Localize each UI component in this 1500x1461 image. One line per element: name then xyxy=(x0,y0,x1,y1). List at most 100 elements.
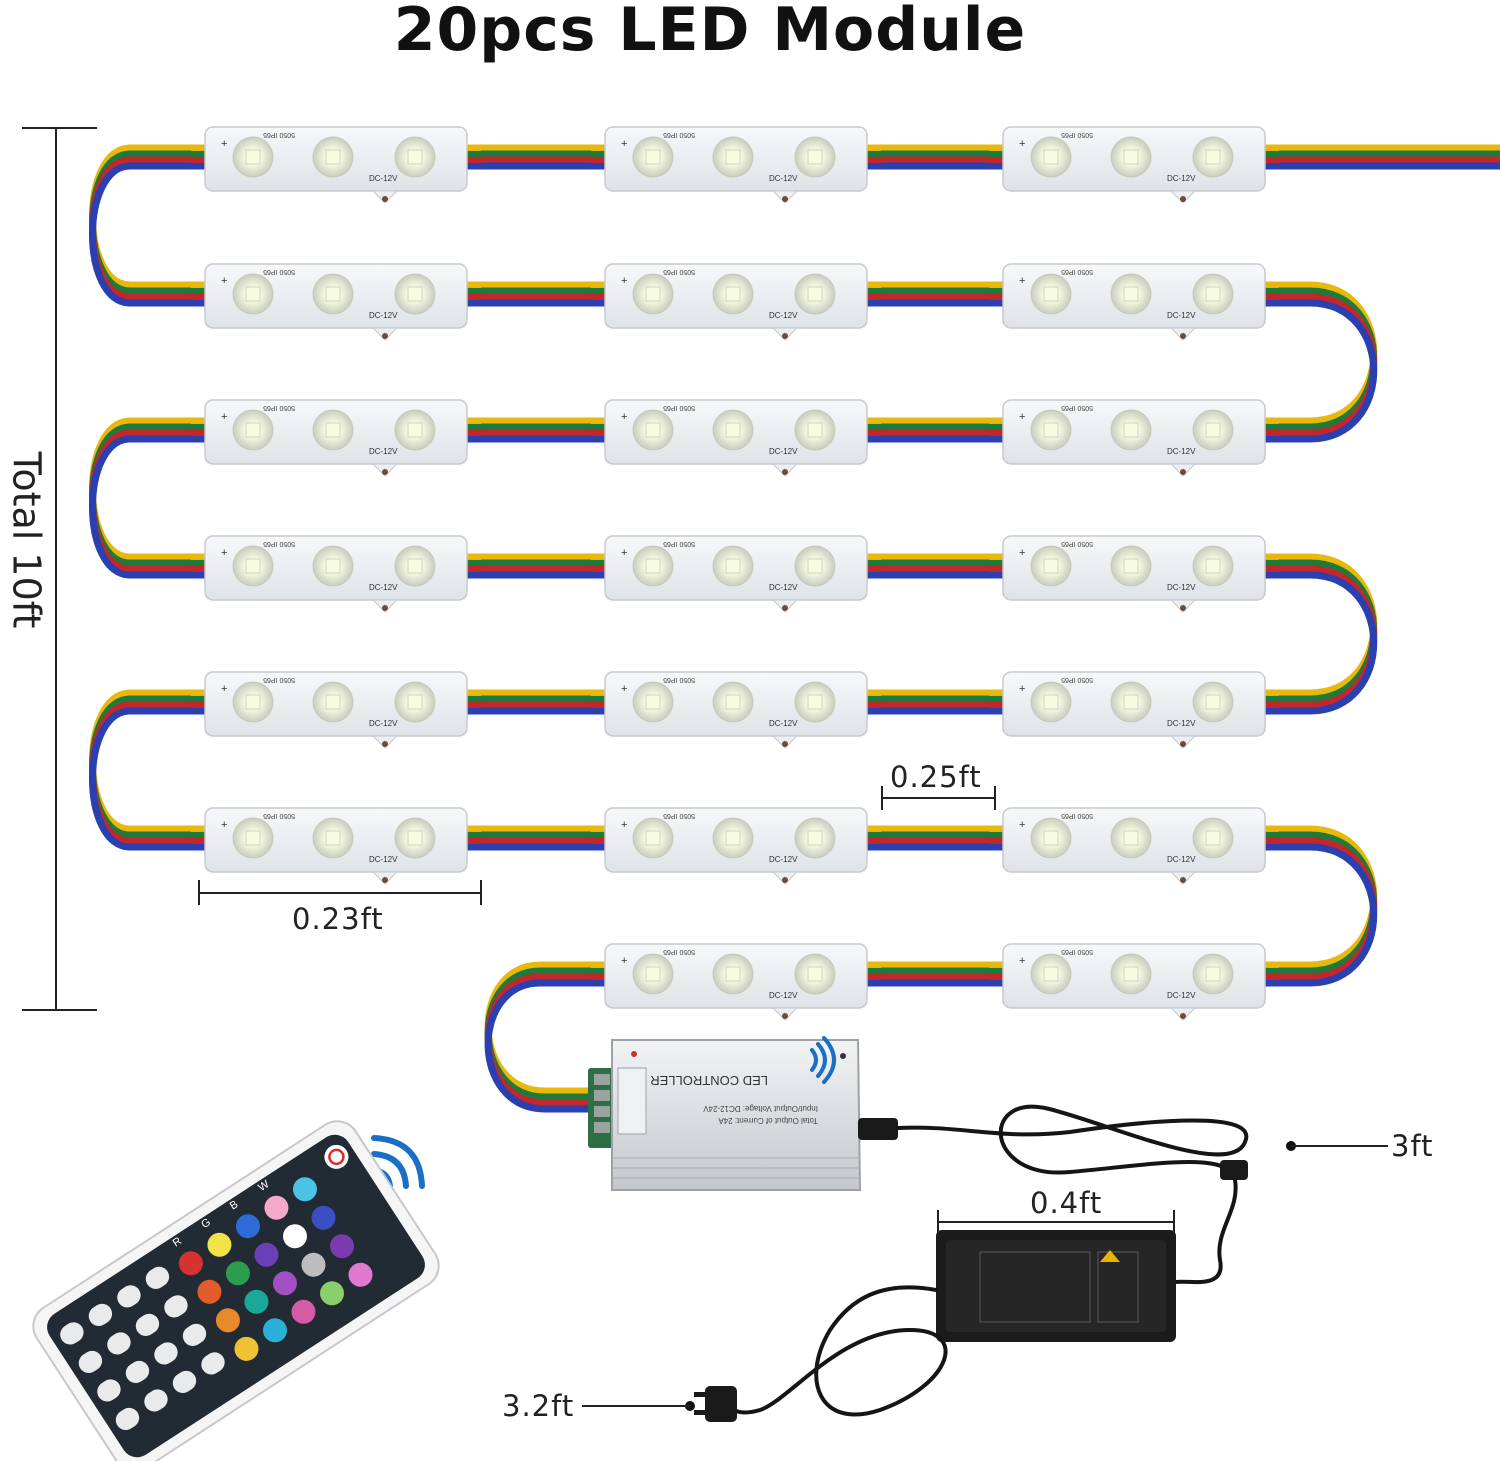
module-marking: 5050 IP65 xyxy=(1061,948,1093,955)
module-connector xyxy=(591,826,611,850)
plug-power-cable xyxy=(694,1285,948,1422)
module-voltage: DC-12V xyxy=(369,174,398,183)
module-marking: 5050 IP65 xyxy=(1061,131,1093,138)
module-connector xyxy=(861,418,881,442)
power-icon xyxy=(324,1144,349,1169)
controller-cable-length-label: 3ft xyxy=(1391,1129,1434,1163)
remote-function-button xyxy=(60,1322,84,1345)
module-marking: 5050 IP65 xyxy=(663,268,695,275)
polarity-mark: + xyxy=(1019,547,1025,559)
remote-function-button xyxy=(115,1407,140,1431)
polarity-mark: + xyxy=(221,138,227,150)
total-length-label: Total 10ft xyxy=(4,451,49,629)
polarity-mark: + xyxy=(221,411,227,423)
remote-function-button xyxy=(164,1295,188,1318)
remote-function-button xyxy=(107,1332,131,1355)
remote-color-button xyxy=(291,1299,316,1324)
module-voltage: DC-12V xyxy=(369,447,398,456)
module-connector xyxy=(461,145,481,169)
module-voltage: DC-12V xyxy=(769,719,798,728)
remote-color-button xyxy=(264,1195,289,1220)
module-voltage: DC-12V xyxy=(769,174,798,183)
module-connector xyxy=(861,826,881,850)
module-connector xyxy=(1259,962,1279,986)
remote-color-button xyxy=(320,1281,345,1306)
plug-cable-length-label: 3.2ft xyxy=(502,1389,575,1423)
polarity-mark: + xyxy=(1019,819,1025,831)
module-voltage: DC-12V xyxy=(1167,447,1196,456)
module-voltage: DC-12V xyxy=(769,447,798,456)
module-connector xyxy=(1259,418,1279,442)
polarity-mark: + xyxy=(221,683,227,695)
module-voltage: DC-12V xyxy=(1167,855,1196,864)
module-voltage: DC-12V xyxy=(369,855,398,864)
page-title: 20pcs LED Module xyxy=(393,0,1027,65)
module-connector xyxy=(989,554,1009,578)
controller-label: LED CONTROLLER xyxy=(650,1073,768,1088)
module-connector xyxy=(461,826,481,850)
remote-color-button xyxy=(311,1205,336,1230)
module-voltage: DC-12V xyxy=(1167,991,1196,1000)
remote-color-button xyxy=(292,1177,317,1202)
polarity-mark: + xyxy=(221,819,227,831)
power-ring xyxy=(328,1148,345,1166)
module-marking: 5050 IP65 xyxy=(263,812,295,819)
polarity-mark: + xyxy=(1019,275,1025,287)
module-connector xyxy=(1259,690,1279,714)
module-marking: 5050 IP65 xyxy=(663,676,695,683)
module-marking: 5050 IP65 xyxy=(263,268,295,275)
remote-function-button xyxy=(135,1313,160,1336)
remote-color-button xyxy=(244,1289,269,1314)
remote-function-button xyxy=(145,1266,170,1289)
module-marking: 5050 IP65 xyxy=(263,131,295,138)
remote-color-button xyxy=(262,1318,287,1343)
remote-function-button xyxy=(88,1303,113,1326)
module-voltage: DC-12V xyxy=(1167,174,1196,183)
module-marking: 5050 IP65 xyxy=(663,131,695,138)
remote-function-button xyxy=(97,1379,121,1402)
module-connector xyxy=(591,145,611,169)
polarity-mark: + xyxy=(621,411,627,423)
module-voltage: DC-12V xyxy=(1167,311,1196,320)
remote-function-button xyxy=(154,1342,178,1365)
module-connector xyxy=(191,690,211,714)
polarity-mark: + xyxy=(221,547,227,559)
controller-signal-icon xyxy=(810,1036,836,1084)
module-connector xyxy=(191,554,211,578)
remote-function-button xyxy=(117,1285,141,1308)
module-connector xyxy=(191,145,211,169)
polarity-mark: + xyxy=(1019,138,1025,150)
controller-power-cable xyxy=(858,1104,1249,1285)
module-voltage: DC-12V xyxy=(769,583,798,592)
module-connector xyxy=(191,418,211,442)
remote-color-button xyxy=(234,1336,259,1361)
remote-color-button xyxy=(272,1271,297,1296)
remote-color-button xyxy=(207,1232,232,1257)
module-connector xyxy=(461,282,481,306)
module-length-label: 0.23ft xyxy=(292,902,384,936)
module-connector xyxy=(591,418,611,442)
polarity-mark: + xyxy=(621,275,627,287)
gap-length-dimension xyxy=(881,786,996,810)
module-connector xyxy=(989,145,1009,169)
module-connector xyxy=(989,962,1009,986)
polarity-mark: + xyxy=(621,138,627,150)
module-marking: 5050 IP65 xyxy=(263,540,295,547)
module-connector xyxy=(989,826,1009,850)
adapter-length-label: 0.4ft xyxy=(1030,1186,1103,1220)
remote-color-button xyxy=(197,1279,222,1304)
module-connector xyxy=(989,282,1009,306)
